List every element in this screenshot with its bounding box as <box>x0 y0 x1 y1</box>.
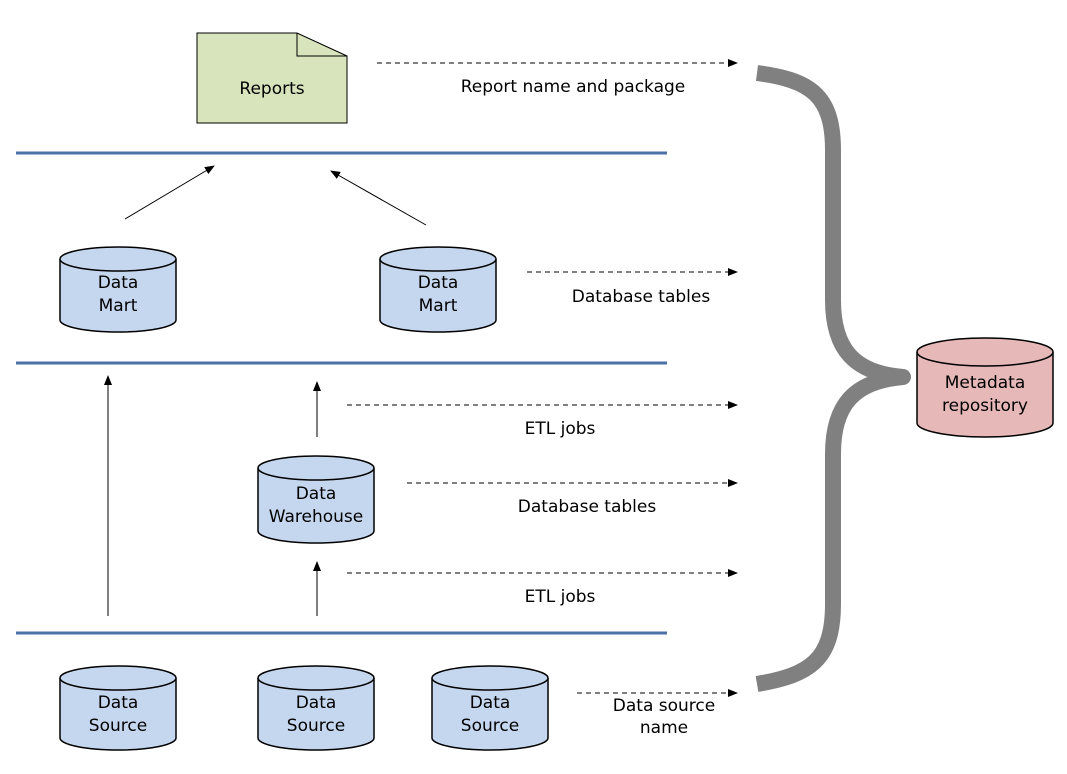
data-source-annotation-line1: Data source <box>613 696 715 716</box>
etl-upper-annotation: ETL jobs <box>525 419 596 439</box>
reports-document-shape <box>196 32 348 124</box>
data-source-cylinder-3: Data Source <box>431 665 549 751</box>
etl-lower-annotation: ETL jobs <box>525 587 596 607</box>
data-source-cylinder-2: Data Source <box>257 665 375 751</box>
data-source-annotation-line2: name <box>640 718 688 738</box>
data-mart-2-line1: Data <box>418 273 459 293</box>
data-mart-1-line1: Data <box>98 273 139 293</box>
data-warehouse-line2: Warehouse <box>269 507 363 527</box>
reports-document: Reports <box>196 32 348 124</box>
reports-annotation: Report name and package <box>461 77 686 97</box>
metadata-repository-line2: repository <box>942 396 1028 416</box>
data-warehouse-cylinder: Data Warehouse <box>257 455 375 544</box>
reports-document-fold <box>296 33 347 57</box>
data-source-1-line1: Data <box>98 693 139 713</box>
data-source-3-line1: Data <box>470 693 511 713</box>
data-mart-annotation: Database tables <box>572 287 711 307</box>
data-source-3-line2: Source <box>461 716 519 736</box>
reports-label: Reports <box>239 79 304 99</box>
data-source-1-line2: Source <box>89 716 147 736</box>
metadata-repository-line1: Metadata <box>945 373 1026 393</box>
data-mart-1-line2: Mart <box>99 296 138 316</box>
mart-to-reports-arrow-right <box>330 170 427 226</box>
data-mart-2-line2: Mart <box>419 296 458 316</box>
data-source-cylinder-1: Data Source <box>59 665 177 751</box>
data-mart-cylinder-2: Data Mart <box>379 246 497 333</box>
data-source-2-line1: Data <box>296 693 337 713</box>
data-source-2-line2: Source <box>287 716 345 736</box>
data-warehouse-annotation: Database tables <box>518 497 657 517</box>
metadata-repository-cylinder: Metadata repository <box>916 337 1054 438</box>
data-mart-cylinder-1: Data Mart <box>59 246 177 333</box>
data-warehouse-line1: Data <box>296 484 337 504</box>
mart-to-reports-arrow-left <box>124 165 215 220</box>
curly-brace-icon <box>755 65 911 692</box>
